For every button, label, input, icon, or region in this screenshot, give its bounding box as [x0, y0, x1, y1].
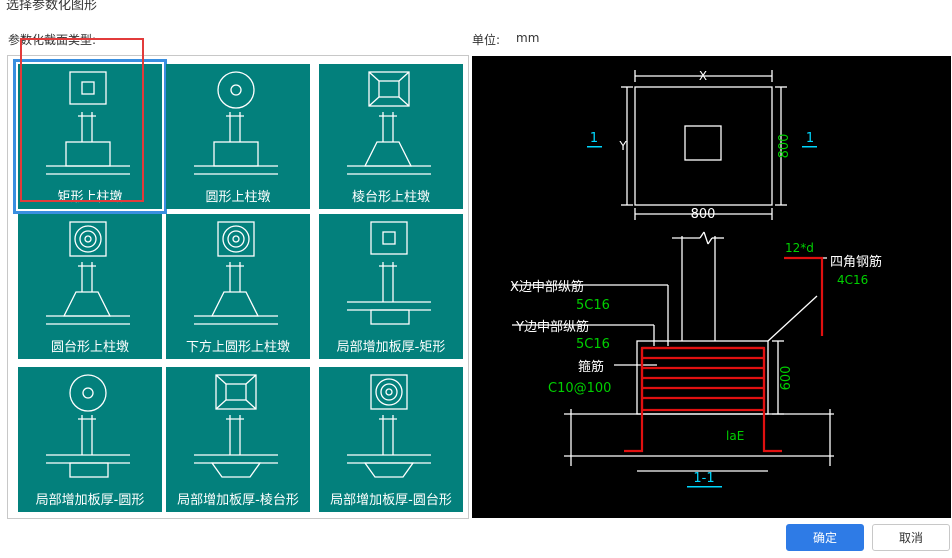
preview-drawing: X Y 800 800 1 1 1-1 12*d 四角钢筋 4C16 X边中部纵…	[510, 69, 882, 488]
stirrup-value: C10@100	[548, 381, 611, 396]
lae-label: laE	[726, 429, 744, 443]
plan-x-label: X	[699, 69, 707, 83]
section-type-tile-6[interactable]: 局部增加板厚-矩形	[319, 214, 463, 359]
section-type-label: 局部增加板厚-矩形	[336, 340, 446, 355]
corner-bar-value: 4C16	[837, 273, 868, 287]
section-type-tile-8[interactable]: 局部增加板厚-棱台形	[166, 367, 310, 512]
section-type-icon	[347, 71, 431, 175]
section-type-icon	[46, 374, 130, 478]
preview-panel: X Y 800 800 1 1 1-1 12*d 四角钢筋 4C16 X边中部纵…	[472, 56, 951, 518]
section-type-icon	[194, 71, 278, 175]
section-type-label: 圆台形上柱墩	[50, 340, 129, 355]
section-type-tile-9[interactable]: 局部增加板厚-圆台形	[319, 367, 463, 512]
section-type-label: 局部增加板厚-圆形	[35, 493, 145, 508]
plan-outline	[634, 86, 773, 206]
section-type-tile-5[interactable]: 下方上圆形上柱墩	[166, 214, 310, 359]
section-type-label: 圆形上柱墩	[205, 190, 271, 205]
plan-height-dim: 800	[777, 134, 792, 159]
stirrup-label: 箍筋	[578, 359, 604, 375]
unit-label: 单位:	[472, 33, 501, 47]
y-bar-value: 5C16	[576, 337, 610, 352]
confirm-button[interactable]: 确定	[786, 524, 864, 551]
corner-bar-label: 四角钢筋	[830, 254, 882, 270]
pier-height-dim: 600	[779, 366, 794, 391]
x-bar-value: 5C16	[576, 298, 610, 313]
y-bar-label: Y边中部纵筋	[515, 319, 589, 335]
cancel-button[interactable]: 取消	[872, 524, 950, 551]
section-type-tile-3[interactable]: 棱台形上柱墩	[319, 64, 463, 209]
x-bar-label: X边中部纵筋	[510, 279, 584, 295]
section-type-label: 局部增加板厚-圆台形	[330, 493, 452, 508]
section-type-icon	[46, 71, 130, 175]
section-type-label: 棱台形上柱墩	[351, 190, 430, 205]
section-type-icon	[194, 221, 278, 325]
section-type-tile-4[interactable]: 圆台形上柱墩	[18, 214, 162, 359]
unit-value: mm	[516, 31, 540, 45]
section-type-label: 下方上圆形上柱墩	[185, 340, 290, 355]
section-type-label: 局部增加板厚-棱台形	[177, 493, 299, 508]
section-type-icon	[347, 221, 431, 325]
section-type-tile-7[interactable]: 局部增加板厚-圆形	[18, 367, 162, 512]
plan-y-label: Y	[618, 139, 627, 153]
plan-column	[684, 125, 722, 161]
section-type-label: 参数化截面类型:	[8, 33, 97, 47]
section-type-tile-1[interactable]: 矩形上柱墩	[13, 59, 167, 214]
section-type-grid: 矩形上柱墩圆形上柱墩棱台形上柱墩圆台形上柱墩下方上圆形上柱墩局部增加板厚-矩形局…	[7, 55, 469, 519]
section-type-tile-2[interactable]: 圆形上柱墩	[166, 64, 310, 209]
section-type-icon	[46, 221, 130, 325]
section-type-label: 矩形上柱墩	[57, 190, 123, 205]
plan-width-dim: 800	[691, 207, 716, 222]
window-title: 选择参数化图形	[6, 0, 98, 13]
section-title: 1-1	[693, 471, 714, 486]
section-type-icon	[194, 374, 278, 478]
section-mark-left: 1	[590, 131, 598, 146]
section-type-icon	[347, 374, 431, 478]
anchor-length: 12*d	[785, 241, 814, 255]
section-mark-right: 1	[806, 131, 814, 146]
